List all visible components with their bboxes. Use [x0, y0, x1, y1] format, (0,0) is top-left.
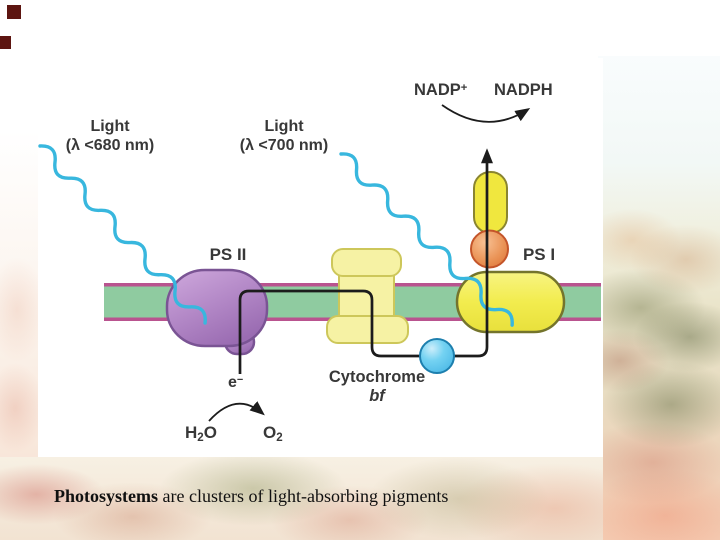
psi-shape — [455, 270, 566, 334]
water-split-arrow — [208, 401, 265, 422]
cytochrome-bf: bf — [369, 387, 385, 405]
ferredoxin-capsule — [473, 171, 508, 234]
plastocyanin-sphere — [419, 338, 455, 374]
nadp-label: NADP+ — [414, 81, 467, 100]
water-o: O — [203, 423, 217, 442]
light-psi-wavelength: (λ <700 nm) — [239, 137, 329, 154]
cytochrome-shape — [326, 248, 409, 344]
water-2: 2 — [197, 432, 204, 444]
psi-label: PS I — [522, 245, 556, 264]
carrier-orange-circle — [470, 229, 509, 269]
caption: Photosystems are clusters of light-absor… — [54, 486, 448, 507]
light-wave-psii — [38, 144, 207, 325]
diagram-panel — [38, 58, 603, 457]
light-wave-psi — [339, 152, 514, 327]
electron-minus: − — [236, 374, 244, 386]
nadp-plus: + — [460, 82, 468, 94]
water-h: H — [185, 423, 198, 442]
nadph-label: NADPH — [494, 81, 553, 99]
oxygen-2: 2 — [276, 432, 283, 444]
light-psii-wavelength: (λ <680 nm) — [65, 137, 155, 154]
electron-label: e− — [228, 373, 243, 392]
light-psii-label: Light (λ <680 nm) — [50, 117, 170, 155]
water-label: H2O — [185, 423, 217, 444]
light-psi-word: Light — [264, 118, 304, 135]
caption-lead: Photosystems — [54, 486, 158, 506]
electron-path — [238, 148, 493, 374]
cytochrome-bottom-cap — [326, 315, 409, 344]
cytochrome-label: Cytochrome bf — [320, 368, 434, 406]
nadp-text: NADP — [414, 81, 461, 99]
cytochrome-word: Cytochrome — [328, 368, 426, 386]
caption-rest: are clusters of light-absorbing pigments — [158, 486, 449, 506]
accent-square-1 — [7, 5, 21, 19]
oxygen-o: O — [263, 423, 277, 442]
electron-e: e — [228, 374, 237, 391]
psii-shape — [165, 268, 269, 348]
oxygen-label: O2 — [263, 423, 283, 444]
accent-square-2 — [0, 36, 11, 49]
cytochrome-top-cap — [331, 248, 402, 277]
psii-label: PS II — [209, 245, 247, 264]
light-psi-label: Light (λ <700 nm) — [226, 117, 342, 155]
light-psii-word: Light — [90, 118, 130, 135]
nadp-reduction-arrow — [441, 104, 531, 123]
